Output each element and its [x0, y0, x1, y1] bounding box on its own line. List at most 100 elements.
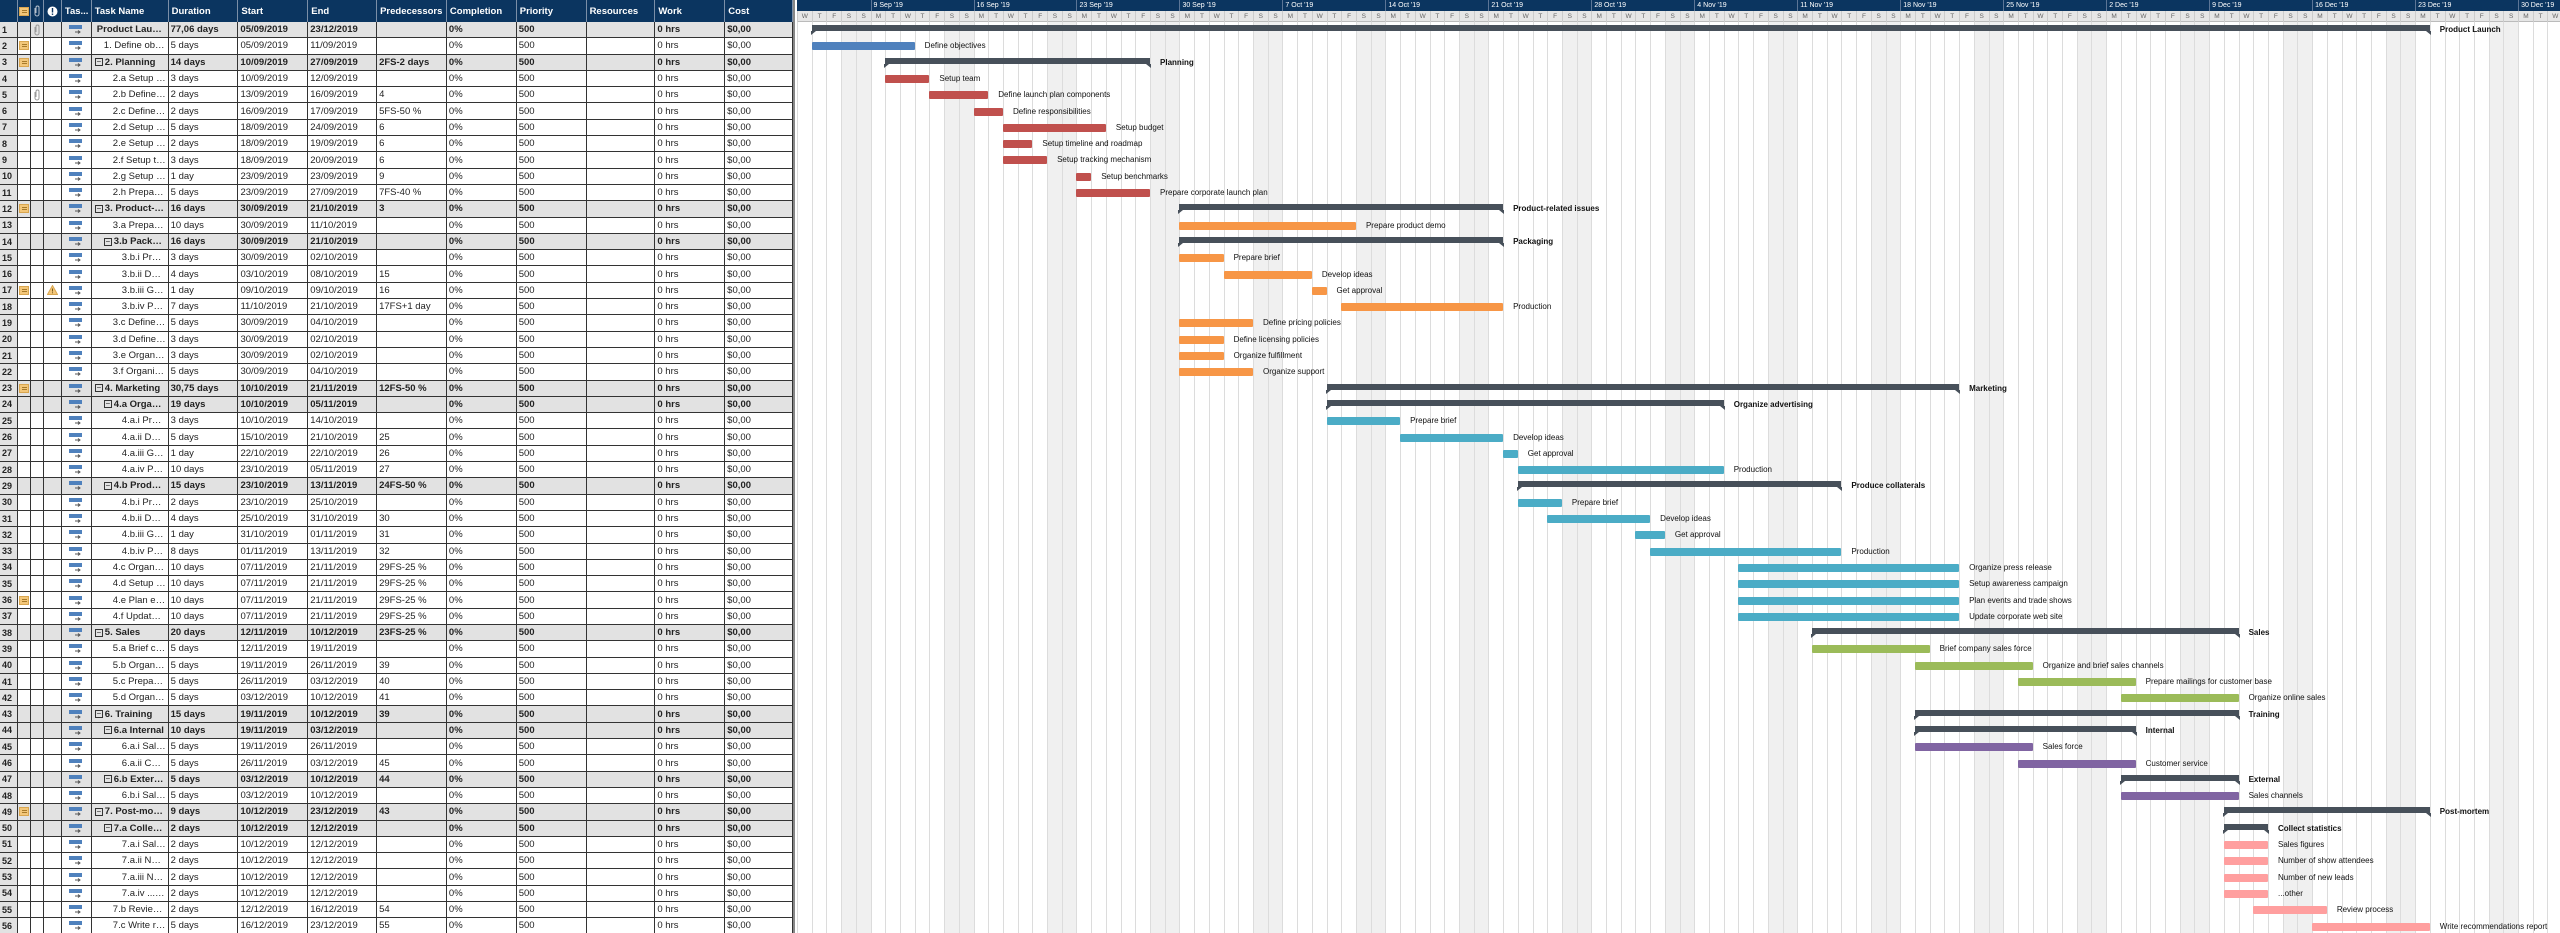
task-bar[interactable] [1223, 270, 1312, 279]
task-bar[interactable] [1400, 433, 1504, 442]
cost-cell[interactable]: $0,00 [725, 559, 793, 576]
resources-cell[interactable] [587, 87, 656, 103]
collapse-toggle[interactable]: − [103, 775, 112, 784]
resources-cell[interactable] [587, 413, 656, 429]
work-cell[interactable]: 0 hrs [655, 54, 726, 70]
work-cell[interactable]: 0 hrs [655, 364, 726, 380]
duration-cell[interactable]: 3 days [169, 70, 239, 87]
task-name-cell[interactable]: 3.b.iv Production [92, 299, 169, 315]
predecessors-cell[interactable] [377, 38, 447, 54]
row-number[interactable]: 25 [0, 413, 18, 429]
priority-cell[interactable]: 500 [517, 722, 587, 739]
predecessors-cell[interactable]: 24FS-50 % [377, 478, 447, 494]
end-cell[interactable]: 16/09/2019 [308, 87, 378, 103]
work-cell[interactable]: 0 hrs [655, 413, 726, 429]
start-cell[interactable]: 30/09/2019 [238, 201, 309, 217]
table-row[interactable]: 264.a.ii Develop ideas5 days15/10/201921… [0, 429, 793, 446]
completion-cell[interactable]: 0% [447, 70, 517, 87]
col-header-start[interactable]: Start [238, 0, 309, 22]
start-cell[interactable]: 30/09/2019 [238, 217, 309, 233]
work-cell[interactable]: 0 hrs [655, 233, 726, 250]
duration-cell[interactable]: 5 days [169, 119, 239, 136]
predecessors-cell[interactable] [377, 739, 447, 755]
completion-cell[interactable]: 0% [447, 902, 517, 918]
task-name-cell[interactable]: −3. Product-related issues [92, 201, 169, 217]
completion-cell[interactable]: 0% [447, 184, 517, 201]
row-number[interactable]: 44 [0, 722, 18, 739]
resources-cell[interactable] [587, 902, 656, 918]
summary-bar[interactable] [2222, 823, 2270, 834]
completion-cell[interactable]: 0% [447, 201, 517, 217]
start-cell[interactable]: 13/09/2019 [238, 87, 309, 103]
task-name-cell[interactable]: −3.b Packaging [92, 233, 169, 250]
predecessors-cell[interactable]: 6 [377, 152, 447, 168]
col-header-end[interactable]: End [308, 0, 378, 22]
row-number[interactable]: 17 [0, 282, 18, 299]
collapse-toggle[interactable]: − [103, 237, 112, 246]
row-number[interactable]: 48 [0, 787, 18, 804]
end-cell[interactable]: 27/09/2019 [308, 184, 378, 201]
end-cell[interactable]: 12/12/2019 [308, 885, 378, 902]
duration-cell[interactable]: 16 days [169, 233, 239, 250]
predecessors-cell[interactable] [377, 494, 447, 510]
cost-cell[interactable]: $0,00 [725, 836, 793, 853]
priority-cell[interactable]: 500 [517, 527, 587, 543]
row-number[interactable]: 14 [0, 233, 18, 250]
work-cell[interactable]: 0 hrs [655, 510, 726, 527]
task-name-cell[interactable]: 4.c Organize press release [92, 559, 169, 576]
task-name-cell[interactable]: −4. Marketing [92, 380, 169, 396]
task-name-cell[interactable]: 7.a.ii Number of show attendees [92, 853, 169, 869]
cost-cell[interactable]: $0,00 [725, 576, 793, 592]
resources-cell[interactable] [587, 478, 656, 494]
task-bar[interactable] [1811, 645, 1930, 654]
work-cell[interactable]: 0 hrs [655, 299, 726, 315]
completion-cell[interactable]: 0% [447, 233, 517, 250]
work-cell[interactable]: 0 hrs [655, 804, 726, 820]
table-row[interactable]: 395.a Brief company sales force5 days12/… [0, 641, 793, 658]
resources-cell[interactable] [587, 527, 656, 543]
priority-cell[interactable]: 500 [517, 543, 587, 559]
resources-cell[interactable] [587, 299, 656, 315]
end-cell[interactable]: 31/10/2019 [308, 510, 378, 527]
completion-cell[interactable]: 0% [447, 266, 517, 282]
predecessors-cell[interactable]: 32 [377, 543, 447, 559]
predecessors-cell[interactable]: 29FS-25 % [377, 559, 447, 576]
work-cell[interactable]: 0 hrs [655, 722, 726, 739]
task-name-cell[interactable]: 7.a.iii Number of new leads [92, 869, 169, 885]
task-name-cell[interactable]: 5.c Prepare mailings for customer base [92, 673, 169, 690]
priority-cell[interactable]: 500 [517, 787, 587, 804]
work-cell[interactable]: 0 hrs [655, 673, 726, 690]
task-name-cell[interactable]: 4.d Setup awareness campaign [92, 576, 169, 592]
completion-cell[interactable]: 0% [447, 494, 517, 510]
table-row[interactable]: 466.a.ii Customer service5 days26/11/201… [0, 755, 793, 772]
table-row[interactable]: 567.c Write recommendations report5 days… [0, 918, 793, 933]
task-bar[interactable] [2120, 792, 2239, 801]
row-number[interactable]: 45 [0, 739, 18, 755]
start-cell[interactable]: 10/10/2019 [238, 413, 309, 429]
collapse-toggle[interactable]: − [94, 628, 103, 637]
end-cell[interactable]: 21/11/2019 [308, 592, 378, 608]
attachment-icon[interactable] [33, 89, 41, 101]
row-number[interactable]: 16 [0, 266, 18, 282]
predecessors-cell[interactable] [377, 331, 447, 347]
col-header-work[interactable]: Work [655, 0, 726, 22]
work-cell[interactable]: 0 hrs [655, 217, 726, 233]
predecessors-cell[interactable]: 27 [377, 462, 447, 478]
task-name-cell[interactable]: 4.b.iv Production [92, 543, 169, 559]
predecessors-cell[interactable] [377, 396, 447, 413]
duration-cell[interactable]: 1 day [169, 282, 239, 299]
predecessors-cell[interactable]: 3 [377, 201, 447, 217]
work-cell[interactable]: 0 hrs [655, 152, 726, 168]
resources-cell[interactable] [587, 641, 656, 657]
task-name-cell[interactable]: 4.b.ii Develop ideas [92, 510, 169, 527]
predecessors-cell[interactable]: 31 [377, 527, 447, 543]
work-cell[interactable]: 0 hrs [655, 103, 726, 119]
end-cell[interactable]: 13/11/2019 [308, 478, 378, 494]
predecessors-cell[interactable] [377, 413, 447, 429]
start-cell[interactable]: 19/11/2019 [238, 706, 309, 722]
resources-cell[interactable] [587, 624, 656, 641]
end-cell[interactable]: 03/12/2019 [308, 722, 378, 739]
predecessors-cell[interactable]: 15 [377, 266, 447, 282]
